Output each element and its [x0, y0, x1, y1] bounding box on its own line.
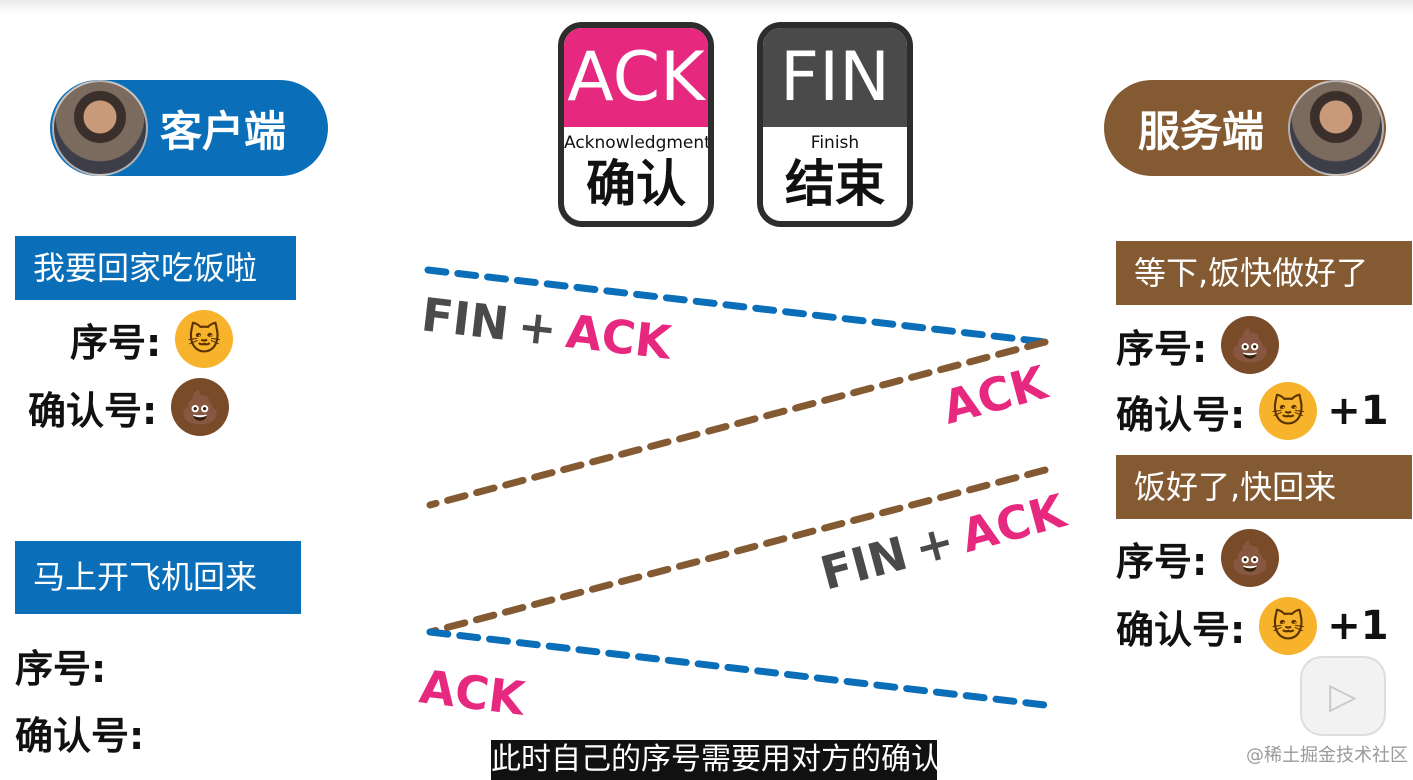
ack-text: ACK	[956, 483, 1074, 563]
watermark: @稀土掘金技术社区	[1246, 741, 1408, 767]
ack-text: ACK	[563, 304, 676, 370]
segment-label-fin-ack-2: FIN+ACK	[815, 483, 1073, 601]
segment-label-ack-2: ACK	[417, 659, 530, 726]
fin-text: FIN	[815, 526, 913, 601]
plus-text: +	[515, 298, 559, 356]
play-button[interactable]: ▷	[1300, 656, 1386, 736]
segment-label-fin-ack-1: FIN+ACK	[419, 287, 676, 370]
video-subtitle: 此时自己的序号需要用对方的确认号	[491, 740, 937, 780]
plus-text: +	[909, 513, 960, 575]
play-icon: ▷	[1329, 676, 1357, 717]
fin-text: FIN	[419, 287, 512, 351]
